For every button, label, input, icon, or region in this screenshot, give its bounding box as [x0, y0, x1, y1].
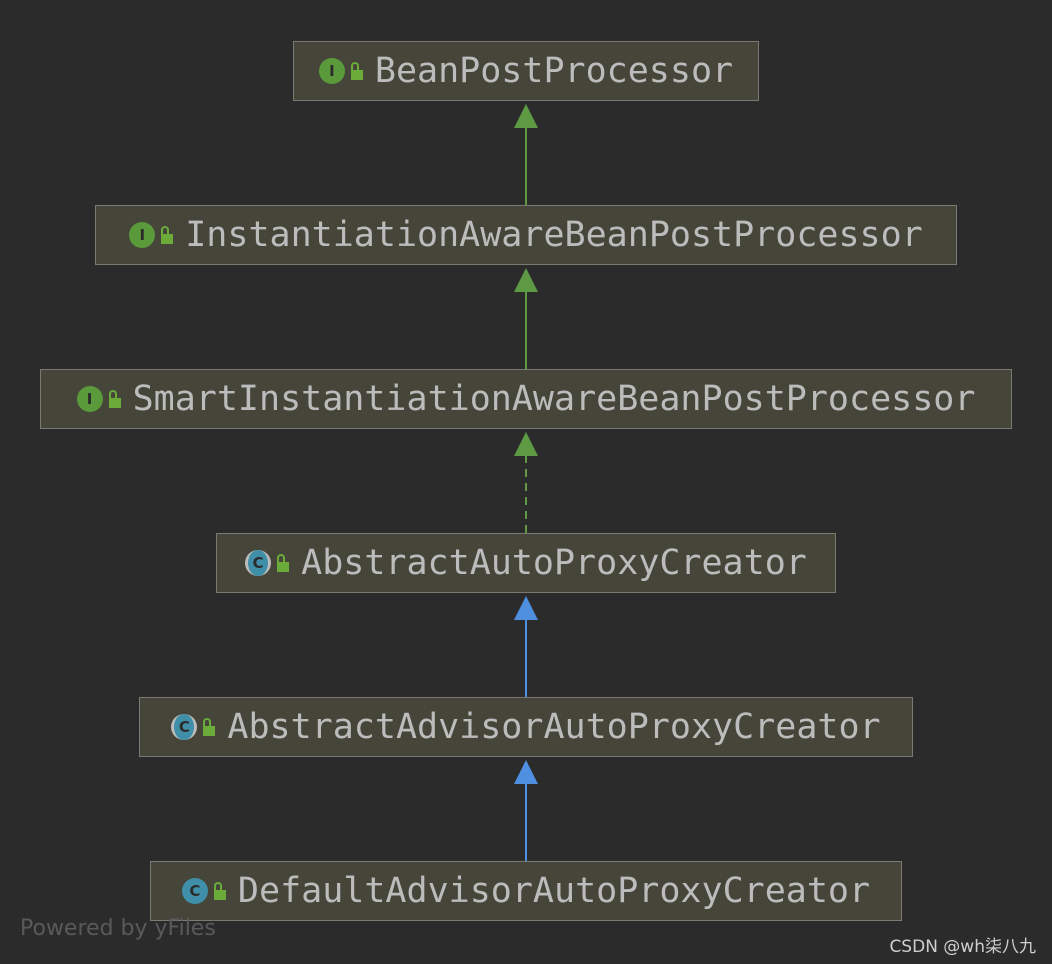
powered-by-text: Powered by yFiles	[20, 916, 216, 941]
abstract-class-icon: C	[171, 714, 198, 740]
class-icon: C	[181, 878, 208, 904]
node-default-advisor-auto-proxy-creator[interactable]: C DefaultAdvisorAutoProxyCreator	[150, 861, 902, 921]
public-lock-icon	[349, 62, 365, 80]
arrowhead-n5	[514, 760, 538, 784]
interface-icon: I	[76, 386, 103, 412]
arrowhead-n2	[514, 268, 538, 292]
abstract-class-icon: C	[245, 550, 272, 576]
node-smart-instantiation-aware-bean-post-processor[interactable]: I SmartInstantiationAwareBeanPostProcess…	[40, 369, 1012, 429]
node-label: DefaultAdvisorAutoProxyCreator	[237, 871, 871, 911]
node-icons: I	[318, 58, 365, 84]
arrowhead-n4	[514, 596, 538, 620]
node-bean-post-processor[interactable]: I BeanPostProcessor	[293, 41, 759, 101]
node-icons: I	[76, 386, 123, 412]
public-lock-icon	[201, 718, 217, 736]
node-label: AbstractAdvisorAutoProxyCreator	[227, 707, 881, 747]
arrowhead-n1	[514, 104, 538, 128]
node-instantiation-aware-bean-post-processor[interactable]: I InstantiationAwareBeanPostProcessor	[95, 205, 957, 265]
public-lock-icon	[212, 882, 228, 900]
node-label: SmartInstantiationAwareBeanPostProcessor	[132, 379, 976, 419]
public-lock-icon	[275, 554, 291, 572]
node-icons: C	[171, 714, 217, 740]
node-abstract-advisor-auto-proxy-creator[interactable]: C AbstractAdvisorAutoProxyCreator	[139, 697, 913, 757]
interface-icon: I	[318, 58, 345, 84]
node-label: BeanPostProcessor	[374, 51, 734, 91]
arrowhead-n3	[514, 432, 538, 456]
interface-icon: I	[129, 222, 156, 248]
node-abstract-auto-proxy-creator[interactable]: C AbstractAutoProxyCreator	[216, 533, 836, 593]
node-label: InstantiationAwareBeanPostProcessor	[185, 215, 923, 255]
watermark-text: CSDN @wh柒八九	[889, 937, 1036, 957]
public-lock-icon	[107, 390, 123, 408]
node-icons: I	[129, 222, 175, 248]
node-icons: C	[181, 878, 228, 904]
node-icons: C	[245, 550, 291, 576]
public-lock-icon	[159, 226, 175, 244]
node-label: AbstractAutoProxyCreator	[301, 543, 807, 583]
